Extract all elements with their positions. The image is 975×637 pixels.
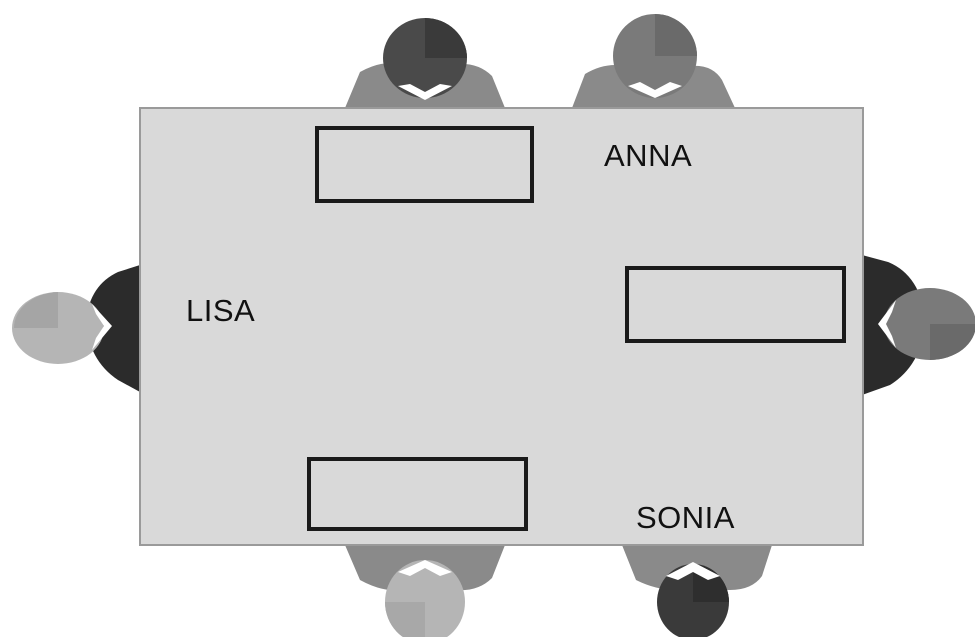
- label-lisa: LISA: [186, 293, 256, 328]
- name-card-right: [625, 266, 846, 343]
- label-anna: ANNA: [604, 138, 693, 173]
- person-bottom-right-icon: [622, 545, 772, 637]
- label-sonia: SONIA: [636, 500, 735, 535]
- name-card-bottom: [307, 457, 528, 531]
- person-left-icon: [12, 265, 140, 392]
- person-bottom-left-icon: [345, 545, 505, 637]
- name-card-top: [315, 126, 534, 203]
- person-top-left-icon: [345, 18, 505, 108]
- person-top-right-icon: [572, 14, 735, 108]
- table: [139, 107, 864, 546]
- person-right-icon: [862, 255, 975, 395]
